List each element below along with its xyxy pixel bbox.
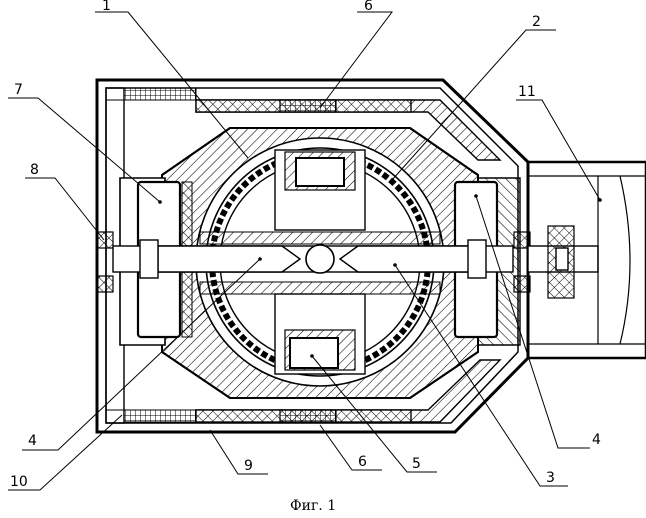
label-8: 8 [30,162,39,178]
label-4-left: 4 [28,433,37,449]
label-4-right: 4 [592,432,601,448]
lower-magnet [275,294,365,374]
output-coupling [528,226,598,298]
left-bearing [97,232,113,292]
label-6-top: 6 [364,0,373,14]
upper-magnet [275,150,365,230]
label-5: 5 [412,456,421,472]
label-2: 2 [532,14,541,30]
label-6-bottom: 6 [358,454,367,470]
label-11: 11 [518,84,536,100]
label-1: 1 [102,0,111,14]
label-3: 3 [546,470,555,486]
label-7: 7 [14,82,23,98]
label-10: 10 [10,474,28,490]
label-9: 9 [244,458,253,474]
figure-caption: Фиг. 1 [290,498,336,514]
